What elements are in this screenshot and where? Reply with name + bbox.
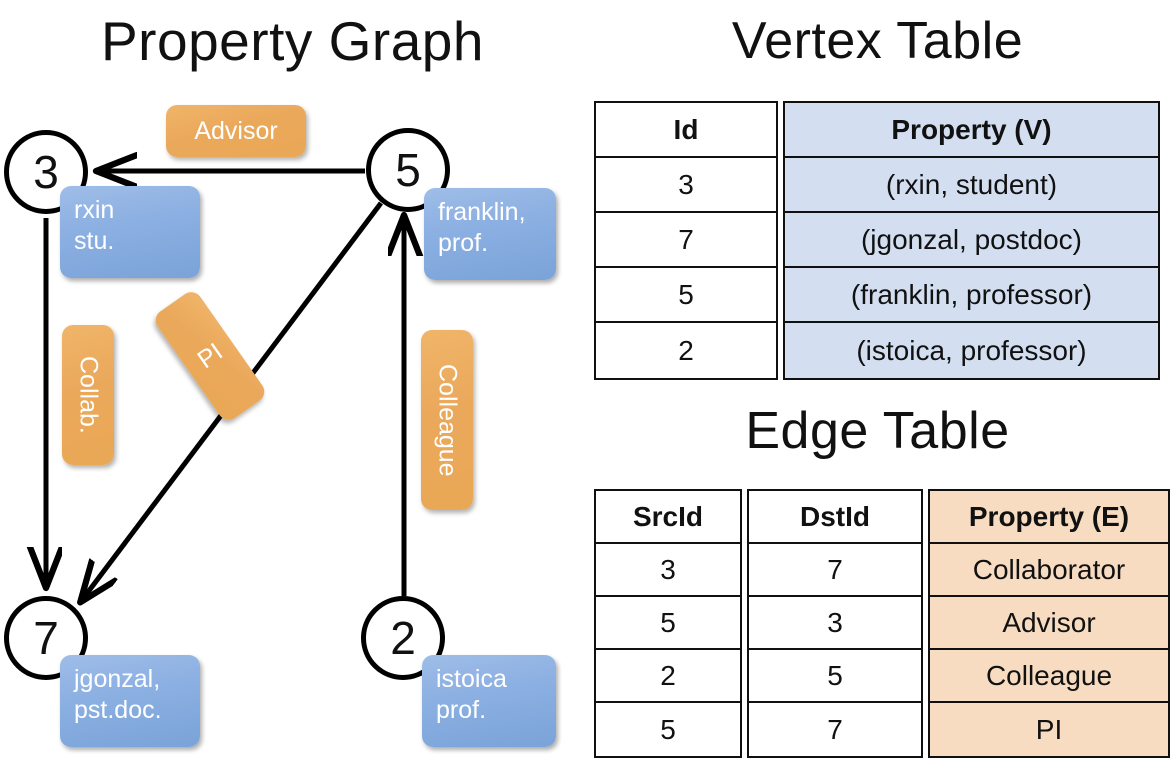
vertex-table-row-2-property: (franklin, professor) — [785, 268, 1158, 323]
edge-label-advisor: Advisor — [166, 105, 306, 157]
page-title-property-graph: Property Graph — [100, 10, 484, 72]
graph-node-5-property-box: franklin, prof. — [424, 188, 556, 280]
edge-label-collab: Collab. — [62, 325, 114, 465]
edge-table-row-1-dst: 3 — [749, 597, 921, 650]
page-title-vertex-table: Vertex Table — [731, 12, 1024, 70]
graph-node-5-property-line1: franklin, — [438, 198, 526, 226]
edge-table-row-2-dst: 5 — [749, 650, 921, 703]
edge-table-row-3-src: 5 — [660, 713, 676, 745]
edge-table-row-1-src: 5 — [596, 597, 740, 650]
graph-node-5[interactable]: 5 — [366, 128, 450, 212]
graph-node-3-property-line2: stu. — [74, 227, 115, 255]
edge-label-pi-text: PI — [192, 337, 228, 374]
edge-table-row-3-dst: 7 — [827, 713, 843, 745]
graph-node-7-property-line1: jgonzal, — [74, 665, 161, 693]
vertex-table-column-id: Id 3 7 5 2 — [594, 101, 778, 380]
edge-table-row-2-src: 2 — [596, 650, 740, 703]
vertex-table-row-1-property: (jgonzal, postdoc) — [785, 213, 1158, 268]
page-title-edge-table: Edge Table — [745, 402, 1010, 460]
property-graph-diagram: 3 5 7 2 rxin stu. franklin, prof. jgonza… — [4, 105, 556, 747]
vertex-table-row-0-property: (rxin, student) — [785, 158, 1158, 213]
graph-node-5-property-line2: prof. — [438, 229, 489, 257]
edge-table-row-0-src: 3 — [596, 544, 740, 597]
edge-table-row-2-property: Colleague — [930, 650, 1168, 703]
edge-table-row-0-property: Collaborator — [930, 544, 1168, 597]
edge-table-row-0-dst: 7 — [749, 544, 921, 597]
edge-table-column-dstid: DstId 7 3 5 7 — [747, 489, 923, 758]
edge-table-header-dstid: DstId — [749, 491, 921, 544]
edge-label-colleague-text: Colleague — [433, 363, 462, 477]
graph-node-7-property-box: jgonzal, pst.doc. — [60, 655, 200, 747]
vertex-table-row-1-id: 7 — [596, 213, 776, 268]
graph-node-3-property-line1: rxin — [74, 196, 115, 224]
edge-label-colleague: Colleague — [421, 330, 473, 510]
edge-table-column-property: Property (E) Collaborator Advisor Collea… — [928, 489, 1170, 758]
graph-node-2-property-line1: istoica — [436, 665, 507, 693]
vertex-table-row-0-id: 3 — [596, 158, 776, 213]
edge-label-collab-text: Collab. — [74, 356, 103, 434]
graph-node-2-property-box: istoica prof. — [422, 655, 556, 747]
graph-node-3-property-box: rxin stu. — [60, 186, 200, 278]
edge-label-advisor-text: Advisor — [194, 116, 278, 145]
vertex-table-header-property: Property (V) — [785, 103, 1158, 158]
vertex-table-row-2-id: 5 — [596, 268, 776, 323]
edge-table-header-srcid: SrcId — [596, 491, 740, 544]
vertex-table-row-3-id: 2 — [678, 334, 694, 366]
edge-table-row-3-property: PI — [930, 703, 1168, 756]
vertex-table-column-property: Property (V) (rxin, student) (jgonzal, p… — [783, 101, 1160, 380]
edge-table-row-1-property: Advisor — [930, 597, 1168, 650]
vertex-table-row-3-property: (istoica, professor) — [785, 323, 1158, 378]
edge-table-header-property: Property (E) — [930, 491, 1168, 544]
vertex-table-header-id: Id — [596, 103, 776, 158]
edge-table: SrcId 3 5 2 5 DstId 7 3 5 7 Property (E)… — [594, 489, 1170, 758]
graph-node-2-property-line2: prof. — [436, 696, 487, 724]
vertex-table: Id 3 7 5 2 Property (V) (rxin, student) … — [594, 101, 1160, 380]
edge-table-column-srcid: SrcId 3 5 2 5 — [594, 489, 742, 758]
graph-node-7-property-line2: pst.doc. — [74, 696, 162, 724]
graph-node-2[interactable]: 2 — [361, 596, 445, 680]
